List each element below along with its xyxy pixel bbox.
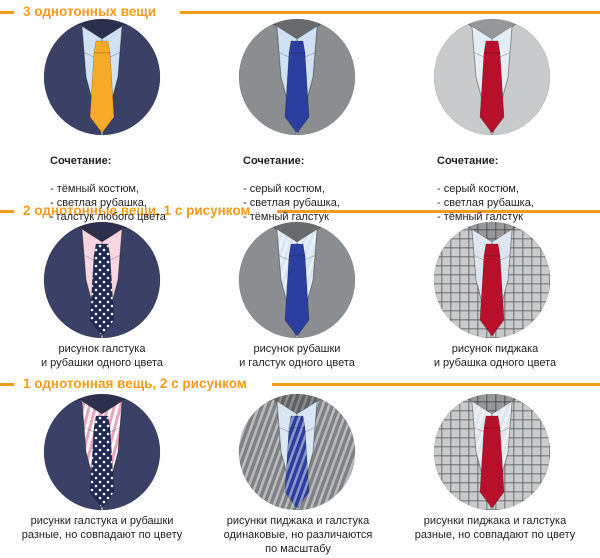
section-title: 3 однотонных вещи [23, 4, 157, 19]
header-rule [0, 383, 14, 386]
caption-heading: Сочетание: [437, 155, 499, 167]
combo-caption: Сочетание: - тёмный костюм, - светлая ру… [50, 140, 210, 224]
section-header-3: 1 однотонная вещь, 2 с рисунком [0, 373, 600, 395]
caption-lines: - тёмный костюм, - светлая рубашка, - га… [50, 183, 166, 223]
section-header-2: 2 однотонные вещи, 1 с рисунком [0, 200, 600, 222]
caption-heading: Сочетание: [243, 155, 305, 167]
combo-caption: рисунки пиджака и галстука одинаковые, н… [223, 515, 373, 555]
header-rule [180, 11, 600, 14]
section-title: 1 однотонная вещь, 2 с рисунком [23, 376, 247, 391]
suit-illustration [433, 221, 551, 339]
combo-caption: Сочетание: - серый костюм, - светлая руб… [243, 140, 403, 224]
caption-lines: - серый костюм, - светлая рубашка, - тём… [243, 183, 340, 223]
combo-caption: рисунок пиджака и рубашка одного цвета [433, 343, 557, 369]
caption-lines: - серый костюм, - светлая рубашка, - тём… [437, 183, 534, 223]
header-rule [272, 383, 600, 386]
suit-illustration [43, 221, 161, 339]
suit-illustration [238, 393, 356, 511]
suit-illustration [238, 18, 356, 136]
caption-heading: Сочетание: [50, 155, 112, 167]
suit-illustration [43, 393, 161, 511]
header-rule [0, 210, 14, 213]
section-header-1: 3 однотонных вещи [0, 1, 600, 23]
suit-illustration [238, 221, 356, 339]
suit-illustration [433, 18, 551, 136]
suit-illustration [433, 393, 551, 511]
suit-illustration [43, 18, 161, 136]
header-rule [0, 11, 14, 14]
combo-caption: рисунок рубашки и галстук одного цвета [239, 343, 355, 369]
header-rule [277, 210, 600, 213]
combo-caption: рисунки галстука и рубашки разные, но со… [21, 515, 183, 541]
combo-caption: Сочетание: - серый костюм, - светлая руб… [437, 140, 597, 224]
combo-caption: рисунки пиджака и галстука разные, но со… [414, 515, 576, 541]
combo-caption: рисунок галстука и рубашки одного цвета [40, 343, 164, 369]
section-title: 2 однотонные вещи, 1 с рисунком [23, 203, 251, 218]
